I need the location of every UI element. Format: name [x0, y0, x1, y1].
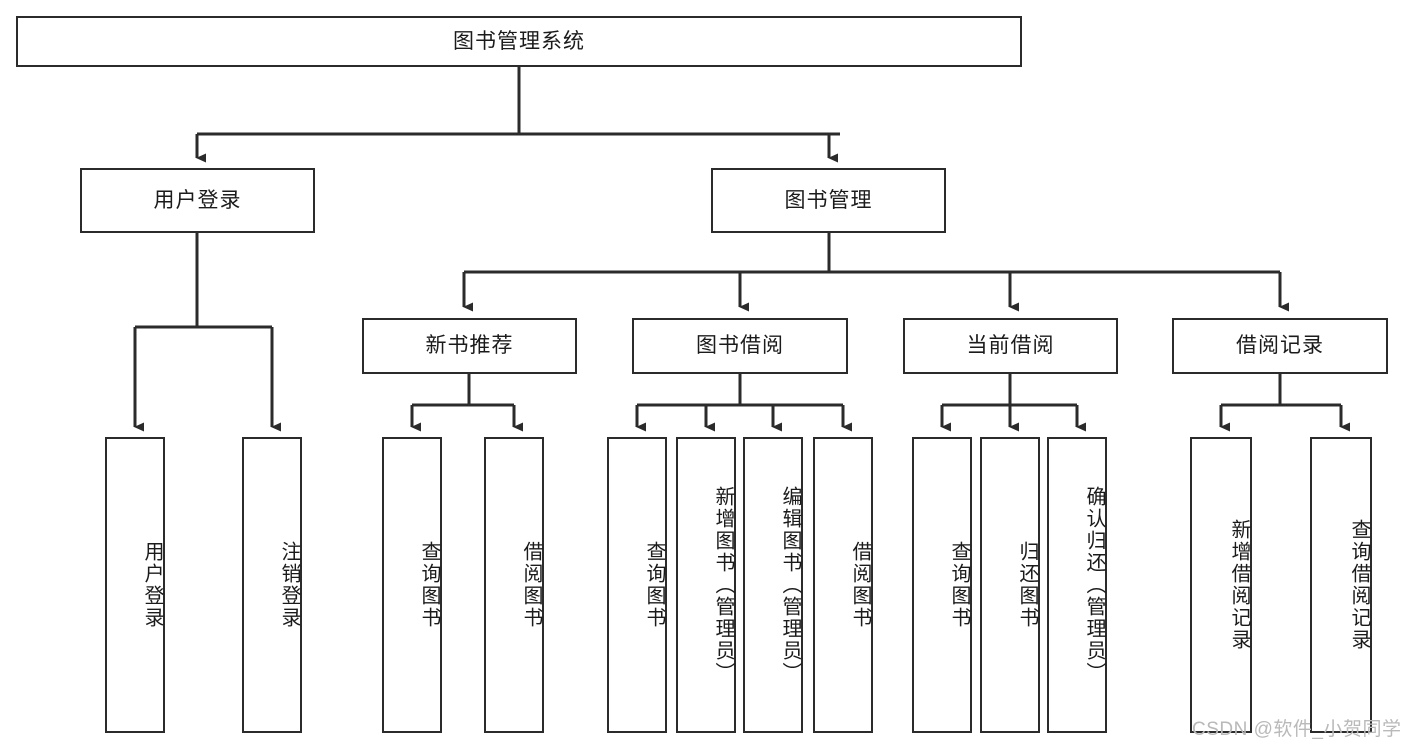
- node-book-borrow[interactable]: 图书借阅: [632, 318, 848, 374]
- leaf-borrow-book[interactable]: 借阅图书: [813, 437, 873, 733]
- node-label: 图书管理: [784, 188, 873, 212]
- leaf-query-book-recommend[interactable]: 查询图书: [382, 437, 442, 733]
- leaf-user-login[interactable]: 用户登录: [105, 437, 165, 733]
- node-label: 当前借阅: [966, 334, 1055, 358]
- node-book-management[interactable]: 图书管理: [711, 168, 946, 233]
- node-label: 新增图书（管理员）: [712, 486, 734, 684]
- node-label: 查询图书: [643, 541, 665, 629]
- leaf-confirm-return-admin[interactable]: 确认归还（管理员）: [1047, 437, 1107, 733]
- leaf-user-logout[interactable]: 注销登录: [242, 437, 302, 733]
- node-label: 编辑图书（管理员）: [779, 486, 801, 684]
- node-current-borrow[interactable]: 当前借阅: [903, 318, 1118, 374]
- node-label: 查询图书: [418, 541, 440, 629]
- node-user-login[interactable]: 用户登录: [80, 168, 315, 233]
- leaf-edit-book-admin[interactable]: 编辑图书（管理员）: [743, 437, 803, 733]
- node-label: 借阅记录: [1236, 334, 1324, 358]
- node-label: 注销登录: [278, 541, 300, 629]
- leaf-add-book-admin[interactable]: 新增图书（管理员）: [676, 437, 736, 733]
- node-label: 确认归还（管理员）: [1083, 486, 1105, 684]
- node-label: 查询借阅记录: [1348, 519, 1370, 651]
- node-label: 图书借阅: [696, 334, 784, 358]
- leaf-query-book-borrow[interactable]: 查询图书: [607, 437, 667, 733]
- leaf-query-book-current[interactable]: 查询图书: [912, 437, 972, 733]
- leaf-add-borrow-record[interactable]: 新增借阅记录: [1190, 437, 1252, 733]
- leaf-borrow-book-recommend[interactable]: 借阅图书: [484, 437, 544, 733]
- node-label: 新增借阅记录: [1228, 519, 1250, 651]
- node-root-book-management-system[interactable]: 图书管理系统: [16, 16, 1022, 67]
- node-label: 借阅图书: [849, 541, 871, 629]
- node-label: 图书管理系统: [453, 29, 585, 53]
- node-label: 查询图书: [948, 541, 970, 629]
- node-label: 新书推荐: [425, 334, 514, 358]
- node-label: 用户登录: [141, 541, 163, 629]
- node-new-book-recommend[interactable]: 新书推荐: [362, 318, 577, 374]
- node-borrow-records[interactable]: 借阅记录: [1172, 318, 1388, 374]
- node-label: 借阅图书: [520, 541, 542, 629]
- leaf-query-borrow-record[interactable]: 查询借阅记录: [1310, 437, 1372, 733]
- watermark-text: CSDN @软件_小贺同学: [1192, 719, 1402, 740]
- leaf-return-book[interactable]: 归还图书: [980, 437, 1040, 733]
- node-label: 归还图书: [1016, 541, 1038, 629]
- node-label: 用户登录: [153, 188, 242, 212]
